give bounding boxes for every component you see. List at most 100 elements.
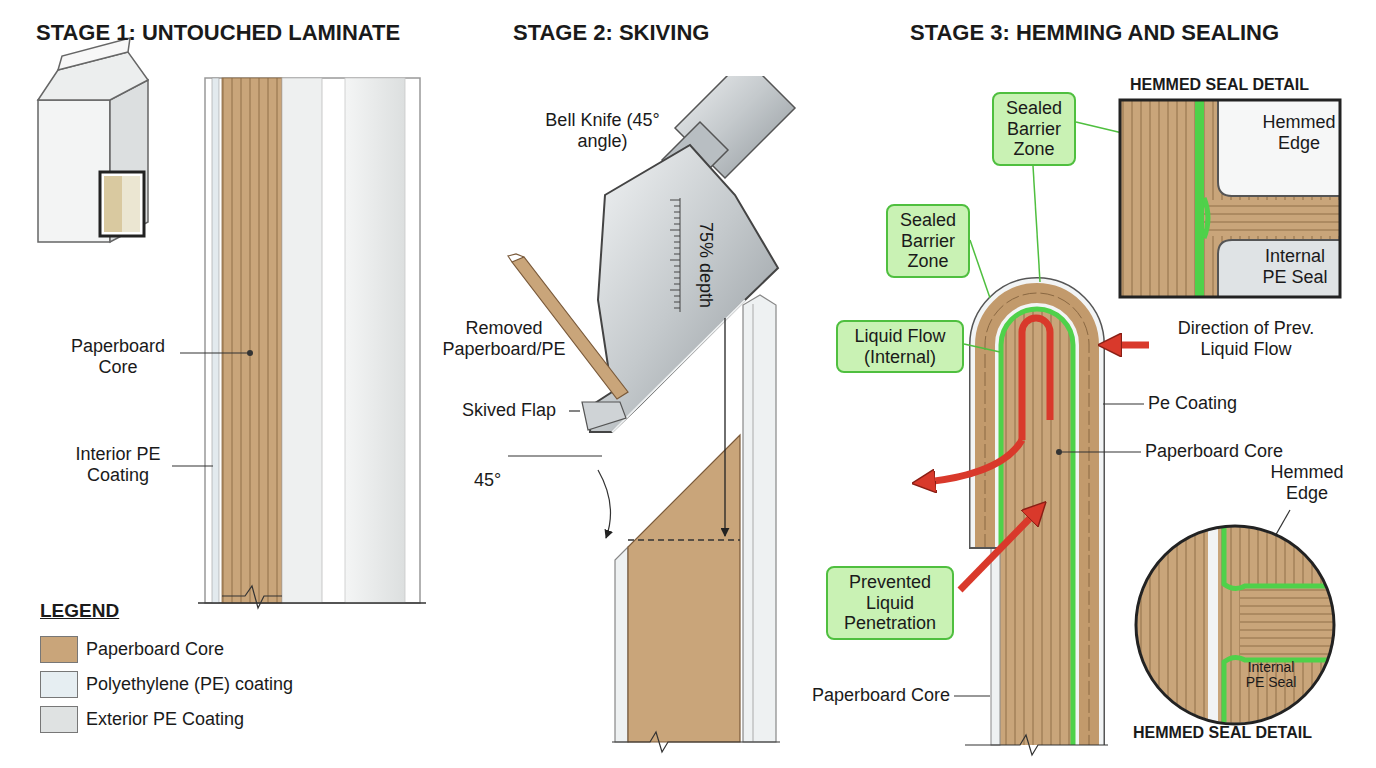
callout-box: Liquid Flow (Internal): [836, 320, 964, 373]
skived-board-part: [753, 304, 754, 742]
carton-icon-part: [104, 176, 122, 232]
hem-structure-part: [985, 293, 1089, 745]
callout-text: Sealed Barrier Zone: [1001, 98, 1067, 160]
skived-board-part: [615, 547, 628, 742]
part-label: Paperboard Core: [1145, 441, 1283, 462]
depth-scale: [670, 198, 725, 536]
part-label: Hemmed Edge: [1262, 462, 1352, 503]
leader-line-part: [964, 344, 1000, 352]
laminate-section: [198, 78, 426, 608]
skived-flap-part: [582, 402, 626, 430]
hem-structure-part: [1000, 345, 1074, 745]
detail-circle-part-part: [1224, 657, 1340, 725]
depth-scale-part: [680, 198, 681, 312]
laminate-section-part: [205, 78, 420, 603]
part-label: Pe Coating: [1148, 393, 1237, 414]
callout-box: Sealed Barrier Zone: [886, 204, 970, 278]
leader-line-part: [954, 695, 990, 696]
part-label: Internal PE Seal: [1252, 246, 1338, 287]
skived-board-part: [628, 435, 740, 742]
part-label: Internal PE Seal: [1238, 660, 1304, 691]
hem-structure-part: [985, 293, 1089, 745]
leader-line-part: [1056, 449, 1062, 455]
legend-swatch: [40, 636, 78, 663]
angle-mark-part: [508, 455, 602, 456]
part-label: Skived Flap: [462, 400, 556, 421]
flow-arrow-part: [960, 512, 1036, 590]
flow-arrow-part: [926, 440, 1022, 482]
stage-title: STAGE 3: HEMMING AND SEALING: [910, 20, 1279, 45]
callout-text: Prevented Liquid Penetration: [835, 572, 945, 634]
hem-structure-part: [1001, 309, 1073, 745]
carton-icon-part: [100, 172, 144, 236]
hem-structure-part: [991, 548, 1000, 745]
detail-panel-part: [1120, 100, 1340, 297]
detail-panel: [1120, 100, 1340, 297]
laminate-section-part: [345, 78, 405, 603]
skived-board-part: [628, 539, 740, 540]
removed-chip-part: [508, 254, 524, 262]
leader-line: [172, 350, 253, 466]
detail-panel-part-part: [1204, 198, 1208, 238]
detail-circle-part-part: [1208, 525, 1218, 725]
leader-line-part: [180, 352, 247, 353]
flow-arrow: [926, 345, 1149, 590]
detail-circle-part: [1136, 526, 1334, 724]
laminate-section-part: [222, 586, 282, 608]
part-label: Removed Paperboard/PE: [425, 318, 583, 359]
leader-line-part: [1033, 166, 1040, 282]
callout-box: Sealed Barrier Zone: [992, 92, 1076, 166]
flow-label: Direction of Prev. Liquid Flow: [1155, 318, 1337, 359]
detail-panel-part-part: [1195, 100, 1204, 297]
dimension-label: 75% depth: [695, 222, 716, 308]
callout-box: Prevented Liquid Penetration: [826, 566, 954, 640]
detail-panel-part-part: [1218, 240, 1340, 297]
legend-text: Exterior PE Coating: [86, 709, 244, 730]
part-label: Paperboard Core: [58, 336, 178, 377]
angle-mark: [508, 456, 611, 538]
part-label: Hemmed Edge: [1258, 112, 1340, 153]
laminate-section-part: [282, 78, 322, 603]
depth-scale-part: [724, 318, 725, 536]
stage-title: STAGE 2: SKIVING: [513, 20, 709, 45]
detail-title: HEMMED SEAL DETAIL: [1130, 76, 1309, 94]
tool-label: Bell Knife (45° angle): [540, 110, 665, 151]
flow-arrow-part: [1112, 342, 1149, 349]
hem-structure-part: [985, 293, 1089, 745]
laminate-section-part: [212, 78, 219, 603]
depth-scale-part: [670, 200, 680, 308]
legend-heading: LEGEND: [40, 600, 119, 622]
skived-board-part: [743, 295, 776, 742]
legend-swatch: [40, 671, 78, 698]
detail-panel-part-part: [1120, 100, 1340, 297]
detail-panel-part-part: [1218, 100, 1340, 196]
laminate-section-part: [222, 78, 282, 603]
part-label: Interior PE Coating: [66, 444, 170, 485]
detail-panel-part: [1120, 100, 1340, 297]
leader-line-part: [1103, 403, 1144, 404]
legend-swatch: [40, 706, 78, 733]
hem-structure-part: [965, 735, 1108, 755]
legend-text: Polyethylene (PE) coating: [86, 674, 293, 695]
legend-text: Paperboard Core: [86, 639, 224, 660]
detail-circle: [1135, 525, 1340, 725]
leader-line-part: [970, 240, 990, 298]
hem-structure: [965, 293, 1108, 755]
skived-flap-part: [569, 410, 580, 411]
callout-text: Liquid Flow (Internal): [845, 326, 955, 367]
stage-title: STAGE 1: UNTOUCHED LAMINATE: [36, 20, 400, 45]
skived-flap: [569, 402, 626, 430]
detail-circle-part-part: [1240, 586, 1340, 660]
skived-board-part: [612, 732, 780, 752]
hem-structure-part: [1022, 318, 1050, 440]
leader-line-part: [1062, 451, 1141, 452]
laminate-section-part: [198, 602, 426, 604]
part-label: Paperboard Core: [812, 685, 950, 706]
detail-circle-part: [1135, 525, 1340, 725]
detail-panel-part-part: [1204, 200, 1340, 236]
detail-title: HEMMED SEAL DETAIL: [1133, 724, 1312, 742]
angle-label: 45°: [474, 470, 501, 491]
callout-text: Sealed Barrier Zone: [895, 210, 961, 272]
leader-line-part: [172, 465, 213, 466]
